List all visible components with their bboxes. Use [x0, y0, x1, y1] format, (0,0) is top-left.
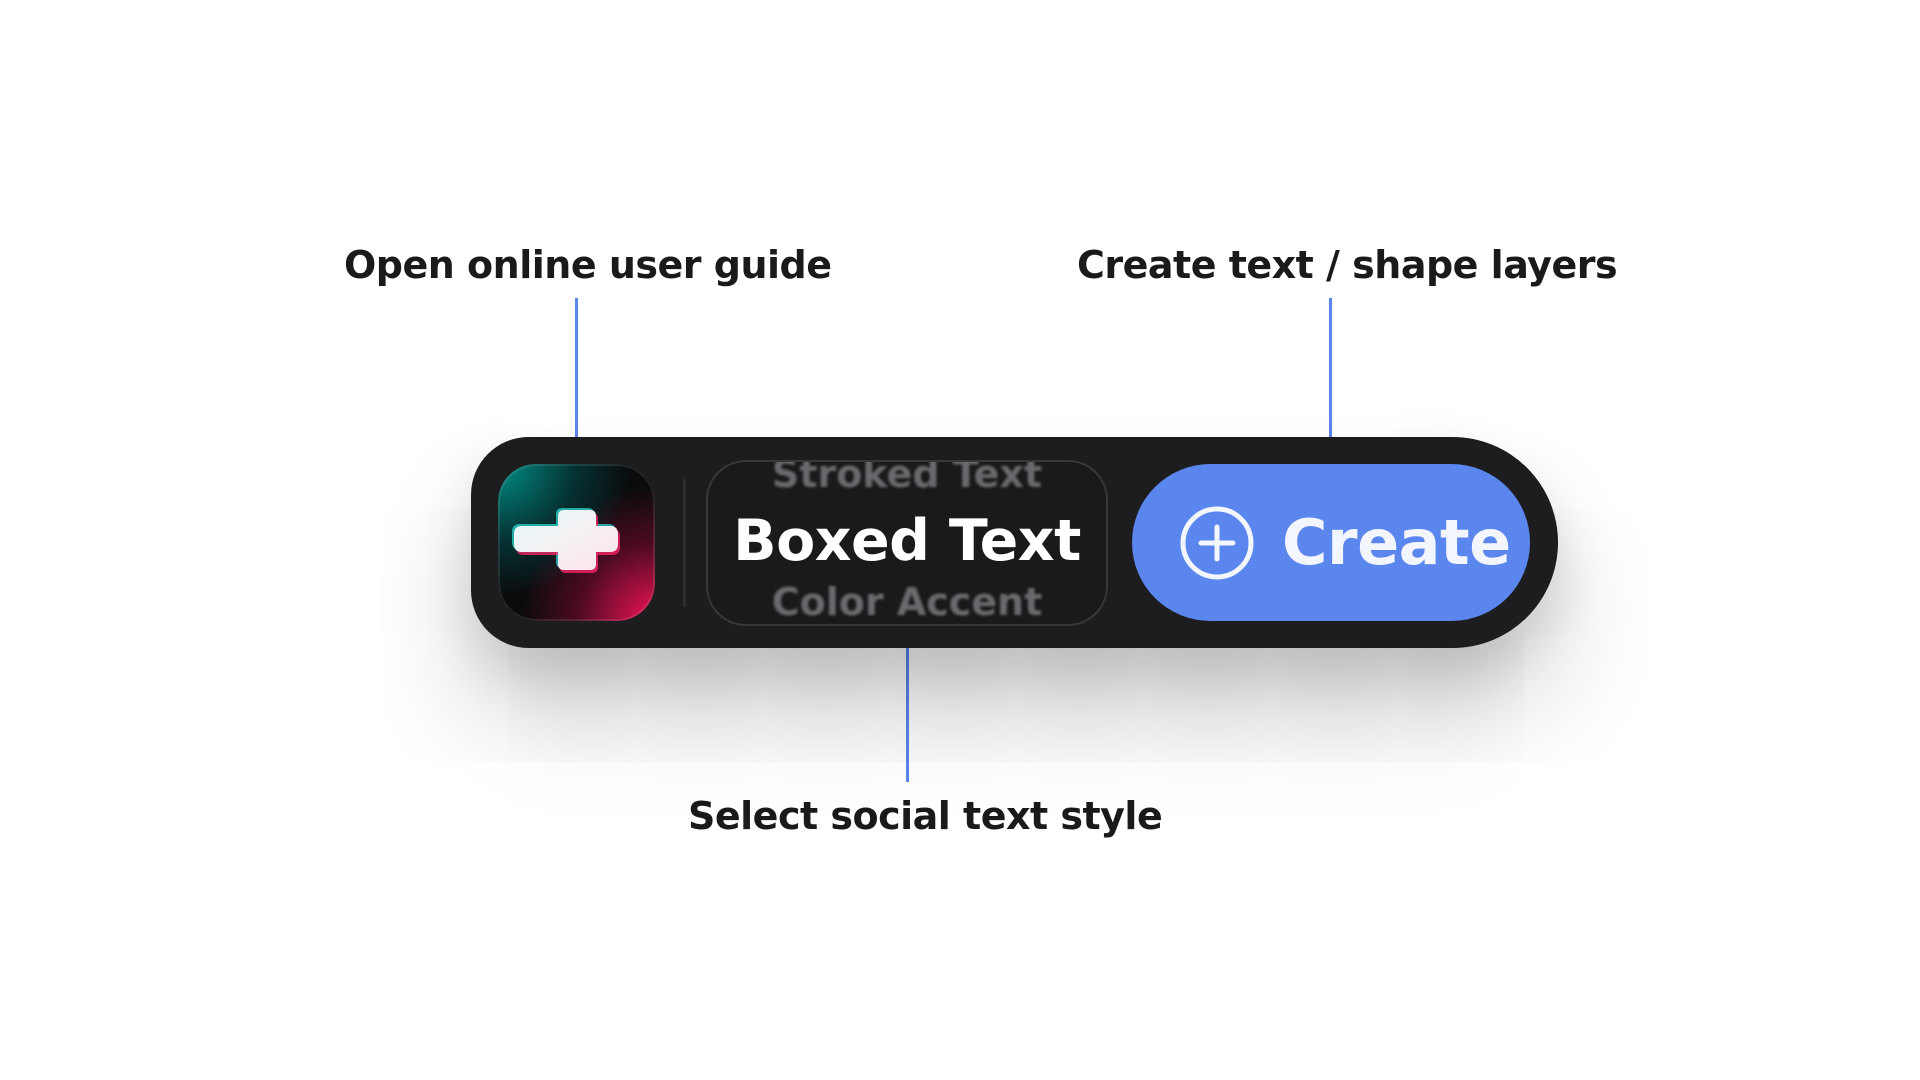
- style-option-next[interactable]: Color Accent: [771, 580, 1043, 624]
- plus-logo-icon: [512, 508, 620, 573]
- toolbar: Stroked Text Boxed Text Color Accent Cre…: [471, 437, 1558, 648]
- create-button[interactable]: Create: [1132, 464, 1530, 621]
- style-option-previous[interactable]: Stroked Text: [771, 460, 1043, 496]
- create-button-label: Create: [1282, 506, 1511, 579]
- plus-circle-icon: [1180, 506, 1254, 580]
- leader-line-text-style: [906, 647, 909, 782]
- leader-line-create-layers: [1329, 298, 1332, 438]
- toolbar-divider: [683, 479, 686, 607]
- text-style-picker[interactable]: Stroked Text Boxed Text Color Accent: [706, 460, 1108, 626]
- style-option-selected[interactable]: Boxed Text: [733, 508, 1081, 574]
- annotation-create-layers: Create text / shape layers: [1077, 243, 1618, 287]
- annotation-user-guide: Open online user guide: [344, 243, 832, 287]
- user-guide-button[interactable]: [498, 464, 655, 621]
- leader-line-user-guide: [575, 298, 578, 438]
- annotation-text-style: Select social text style: [688, 794, 1163, 838]
